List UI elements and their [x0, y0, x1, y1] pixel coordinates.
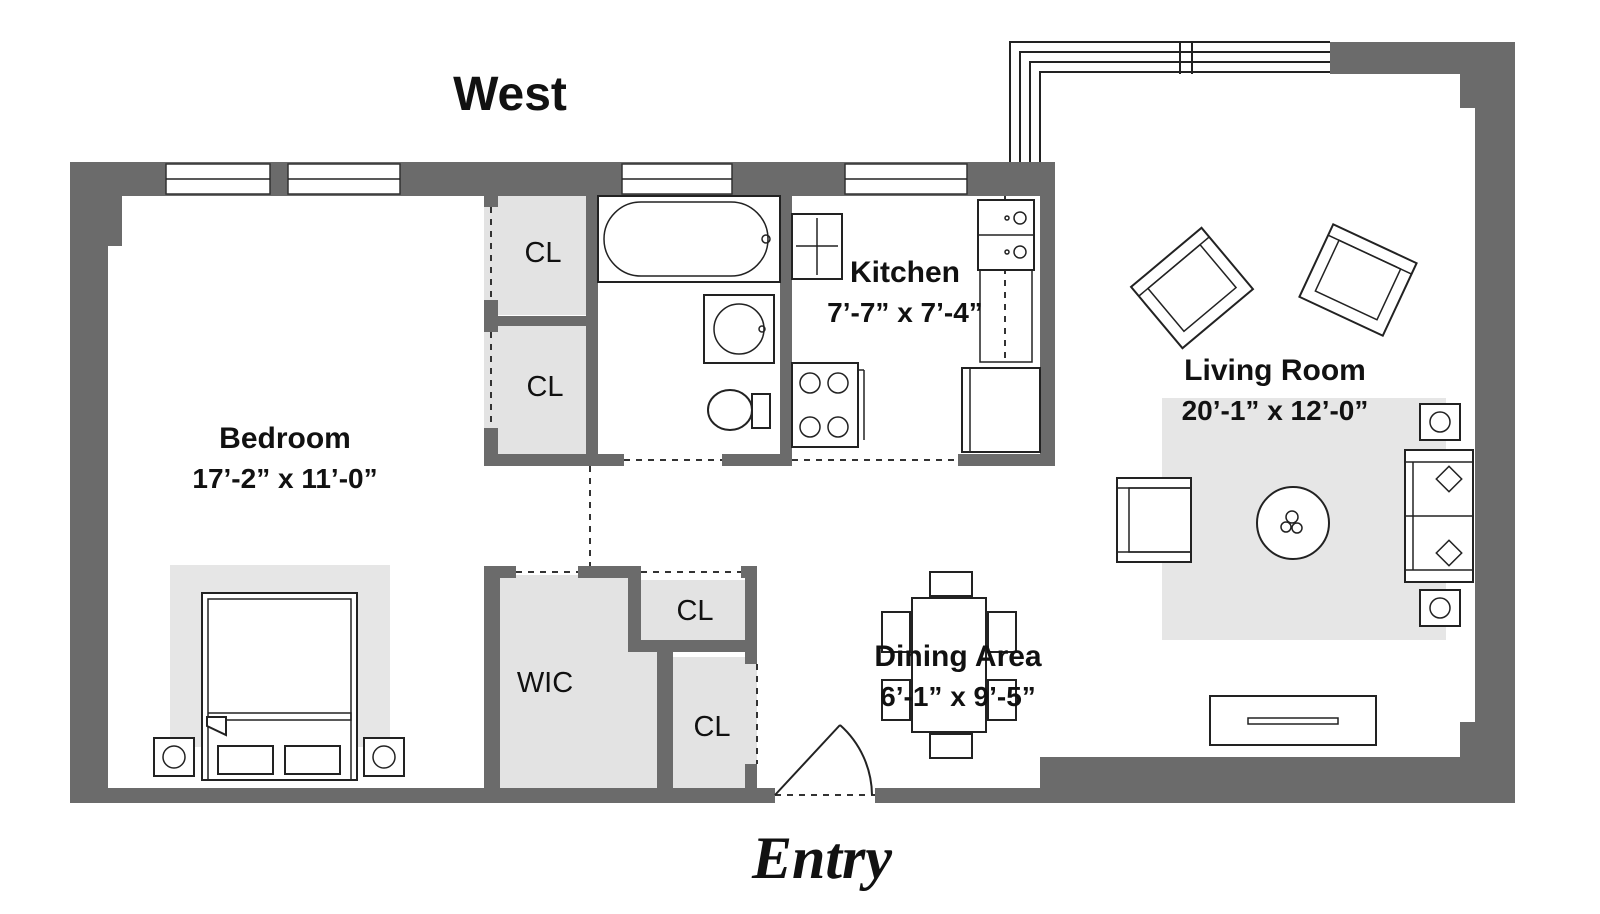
kitchen-name: Kitchen [850, 256, 960, 289]
nightstand [153, 737, 195, 777]
armchair [1298, 222, 1418, 338]
living-room-name: Living Room [1184, 354, 1366, 387]
side-table [1419, 403, 1461, 441]
sofa [1404, 449, 1474, 583]
armchair [1129, 226, 1255, 350]
pillow [284, 745, 341, 775]
closet-label: CL [524, 237, 561, 269]
dining-area-name: Dining Area [874, 640, 1042, 673]
dining-area-dimensions: 6’-1” x 9’-5” [880, 681, 1036, 712]
stove [791, 362, 859, 448]
bedroom-dimensions: 17’-2” x 11’-0” [192, 463, 377, 494]
tv-console [1209, 695, 1377, 746]
windows [165, 41, 1330, 195]
dining-furniture [881, 571, 1017, 759]
pillow [217, 745, 274, 775]
side-table [1419, 589, 1461, 627]
chair [929, 571, 973, 597]
dining-table [911, 597, 987, 733]
bathroom-fixtures [597, 195, 781, 431]
toilet [707, 389, 753, 431]
wic-label: WIC [517, 667, 573, 699]
closet-label: CL [693, 711, 730, 743]
chair [987, 611, 1017, 653]
closet-label: CL [526, 371, 563, 403]
chair [987, 679, 1017, 721]
chair [929, 733, 973, 759]
refrigerator [961, 367, 1041, 453]
nightstand [363, 737, 405, 777]
orientation-west-label: West [453, 68, 567, 121]
bathroom-sink [703, 294, 775, 364]
chair [881, 679, 911, 721]
living-room-dimensions: 20’-1” x 12’-0” [1182, 395, 1369, 426]
labels: West Entry Bedroom 17’-2” x 11’-0” Kitch… [192, 68, 1368, 891]
entry-label: Entry [751, 825, 892, 891]
chair [881, 611, 911, 653]
living-furniture [1116, 222, 1474, 746]
bedroom-furniture [153, 592, 405, 781]
kitchen-dimensions: 7’-7” x 7’-4” [827, 297, 983, 328]
kitchen-fixtures [791, 199, 1041, 453]
armchair [1116, 477, 1192, 563]
bathtub [597, 195, 781, 283]
entry-door [774, 724, 873, 796]
closet-label: CL [676, 595, 713, 627]
bedroom-name: Bedroom [219, 422, 351, 455]
